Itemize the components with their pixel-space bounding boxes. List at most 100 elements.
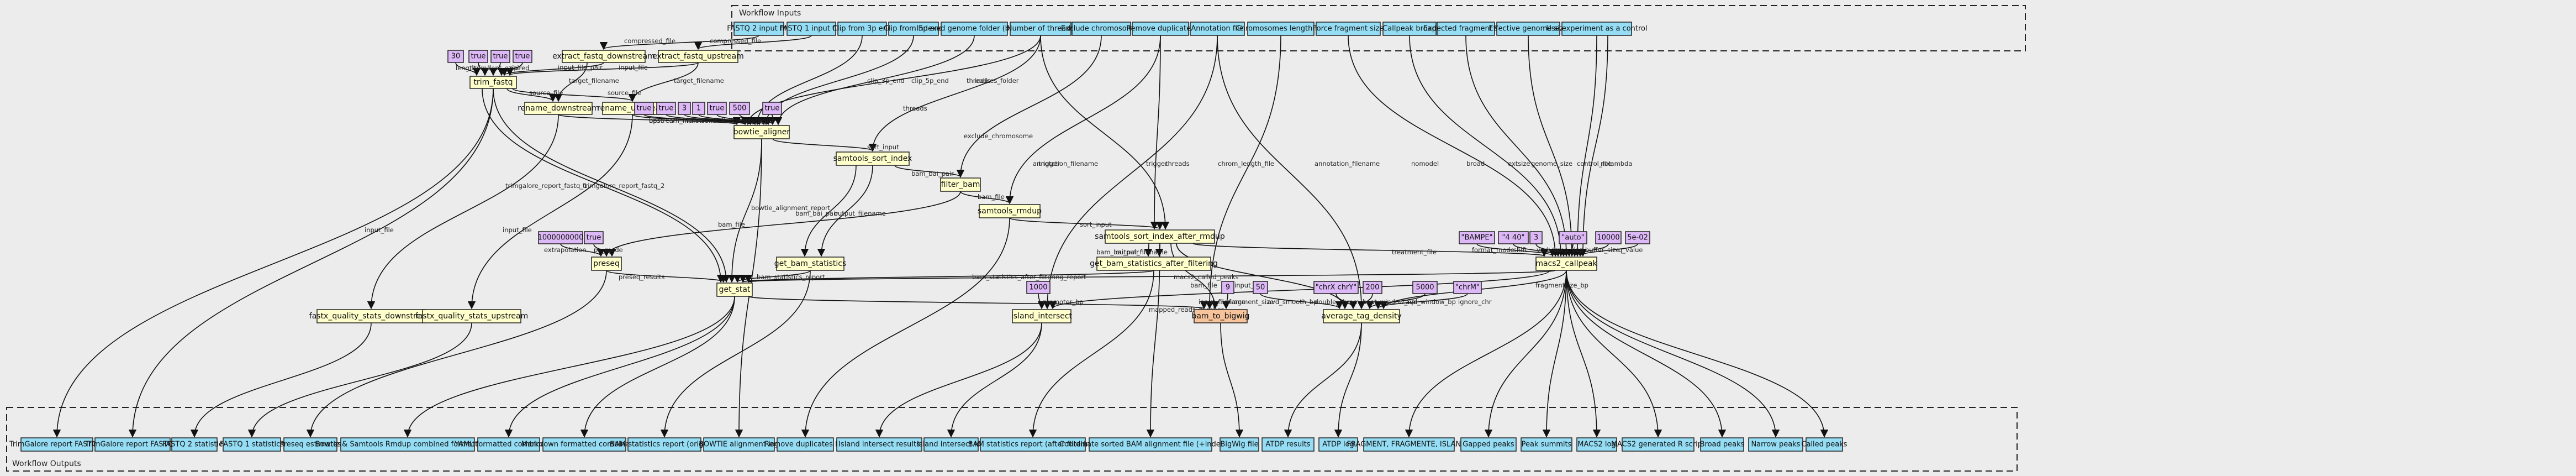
param-ptrue1[interactable]: true (468, 50, 488, 63)
output-called-peaks-label: Called peaks (1801, 441, 1847, 449)
output-preseq-estimates[interactable]: Preseq estimates (279, 437, 341, 452)
param-b-true4[interactable]: true (762, 102, 782, 115)
output-bigwig-file[interactable]: BigWig file (1220, 437, 1259, 452)
input-clip-from-5p-end[interactable]: Clip from 5p end (884, 22, 943, 36)
param-at-50[interactable]: 50 (1253, 281, 1268, 294)
output-macs2-log[interactable]: MACS2 log (1576, 437, 1617, 452)
param-pr-true[interactable]: true (584, 231, 604, 244)
step-island-intersect[interactable]: island_intersect (1011, 309, 1073, 323)
input-fastq-1-input-file[interactable]: FASTQ 1 input file (779, 22, 843, 36)
output-fragment-fragmente-islands[interactable]: FRAGMENT, FRAGMENTE, ISLANDS (1347, 437, 1471, 452)
param-b-true1[interactable]: true (634, 102, 654, 115)
input-remove-duplicates[interactable]: Remove duplicates (1126, 22, 1195, 36)
edge-label-sort-input-b: sort_input (1080, 221, 1112, 228)
edge-label-threads-b: threads (903, 104, 927, 112)
edge-89 (875, 322, 1042, 438)
step-get-stat[interactable]: get_stat (716, 283, 753, 297)
step-average-tag-density[interactable]: average_tag_density (1321, 309, 1402, 323)
step-bowtie-aligner[interactable]: bowtie_aligner (733, 125, 790, 139)
param-m-4-40[interactable]: "4 40" (1498, 231, 1529, 244)
output-yaml-formatted-combined-log[interactable]: YAML formatted combined log (454, 437, 563, 452)
param-b-500[interactable]: 500 (729, 102, 750, 115)
param-at-chrx[interactable]: "chrX chrY" (1313, 281, 1359, 294)
param-m-3[interactable]: 3 (1529, 231, 1543, 244)
step-macs2-callpeak[interactable]: macs2_callpeak (1535, 257, 1598, 271)
input-clip-from-3p-end[interactable]: Clip from 3p end (832, 22, 892, 36)
param-ptrue3[interactable]: true (513, 50, 532, 63)
param-b-true2[interactable]: true (656, 102, 676, 115)
param-b-3[interactable]: 3 (678, 102, 691, 115)
step-extract-fastq-downstream[interactable]: extract_fastq_downstream (552, 50, 655, 63)
param-bw-9-label: 9 (1226, 284, 1230, 292)
param-b-true3[interactable]: true (707, 102, 727, 115)
step-bam-to-bigwig[interactable]: bam_to_bigwig (1191, 309, 1250, 323)
output-bam-statistics-report-original[interactable]: BAM statistics report (original) (610, 437, 719, 452)
step-fastx-quality-stats-downstream[interactable]: fastx_quality_stats_downstream (309, 309, 433, 323)
output-coordinate-sorted-bam-alignment-file-index-bai[interactable]: Coordinate sorted BAM alignment file (+i… (1059, 437, 1242, 452)
output-fastq-1-statistics[interactable]: FASTQ 1 statistics (220, 437, 284, 452)
output-peak-summits[interactable]: Peak summits (1521, 437, 1572, 452)
param-m-auto[interactable]: "auto" (1559, 231, 1587, 244)
input-annotation-file[interactable]: Annotation file (1190, 22, 1245, 36)
step-trim-fastq[interactable]: trim_fastq (469, 76, 517, 89)
step-get-bam-statistics[interactable]: get_bam_statistics (774, 257, 847, 271)
output-bam-statistics-report-after-filtering[interactable]: BAM statistics report (after filtering) (968, 437, 1097, 452)
input-indexed-genome-folder-bowtie[interactable]: Indexed genome folder (bowtie) (917, 22, 1032, 36)
step-samtools-rmdup[interactable]: samtools_rmdup (978, 204, 1042, 218)
input-callpeak-broad[interactable]: Callpeak broad (1382, 22, 1437, 36)
output-island-intersect-results[interactable]: Island intersect results (836, 437, 922, 452)
output-preseq-estimates-label: Preseq estimates (279, 441, 341, 449)
step-preseq[interactable]: preseq (591, 257, 622, 271)
param-p30[interactable]: 30 (447, 50, 464, 63)
input-effective-genome-size[interactable]: Effective genome size (1488, 22, 1568, 36)
output-bowtie-alignment-log[interactable]: BOWTIE alignment log (699, 437, 779, 452)
output-atdp-log[interactable]: ATDP log (1318, 437, 1358, 452)
input-exclude-chromosomes[interactable]: Exclude chromosomes (1061, 22, 1142, 36)
step-filter-bam[interactable]: filter_bam (940, 177, 981, 192)
input-fastq-2-input-file[interactable]: FASTQ 2 input file (727, 22, 791, 36)
edge-70 (1260, 293, 1344, 310)
param-m-bampe[interactable]: "BAMPE" (1459, 231, 1495, 244)
param-at-200[interactable]: 200 (1363, 281, 1382, 294)
output-macs2-generated-r-script[interactable]: MACS2 generated R script (1611, 437, 1705, 452)
param-ptrue2[interactable]: true (490, 50, 510, 63)
step-extract-fastq-upstream[interactable]: extract_fastq_upstream (652, 50, 744, 63)
input-chromosomes-length-file[interactable]: Chromosomes length file (1236, 22, 1326, 36)
input-use-experiment-as-a-control[interactable]: Use experiment as a control (1546, 22, 1648, 36)
output-called-peaks[interactable]: Called peaks (1801, 437, 1847, 452)
step-fastx-quality-stats-upstream[interactable]: fastx_quality_stats_upstream (415, 309, 528, 323)
step-rename-downstream[interactable]: rename_downstream (518, 102, 599, 115)
input-expected-fragment-size[interactable]: Expected fragment size (1423, 22, 1508, 36)
output-bowtie-samtools-rmdup-combined-formatted-log[interactable]: Bowtie & Samtools Rmdup combined formatt… (315, 437, 500, 452)
param-at-chrm[interactable]: "chrM" (1453, 281, 1482, 294)
input-force-fragment-size[interactable]: Force fragment size (1313, 22, 1384, 36)
param-b-1[interactable]: 1 (692, 102, 705, 115)
param-bw-9[interactable]: 9 (1221, 281, 1234, 294)
edge-label-bam-bai-pair-c: bam_bai_pair (1096, 248, 1139, 256)
output-broad-peaks[interactable]: Broad peaks (1700, 437, 1745, 452)
param-pr-1e9[interactable]: 1000000000 (538, 231, 584, 244)
step-samtools-sort-index-after-rmdup[interactable]: samtools_sort_index_after_rmdup (1095, 229, 1225, 244)
output-remove-duplicates-log[interactable]: Remove duplicates log (764, 437, 846, 452)
param-at-5000[interactable]: 5000 (1412, 281, 1438, 294)
edge-label-target-filename-a: target_filename (569, 77, 619, 85)
output-yaml-formatted-combined-log-box (477, 437, 540, 452)
output-atdp-results[interactable]: ATDP results (1261, 437, 1315, 452)
edge-5 (478, 62, 489, 76)
param-m-10000[interactable]: 10000 (1595, 231, 1622, 244)
step-get-bam-statistics-after-filtering-label: get_bam_statistics_after_filtering (1090, 259, 1218, 268)
step-samtools-sort-index[interactable]: samtools_sort_index (833, 151, 912, 166)
param-ii-1000[interactable]: 1000 (1026, 281, 1051, 294)
step-get-bam-statistics-after-filtering[interactable]: get_bam_statistics_after_filtering (1090, 257, 1218, 271)
step-get-bam-statistics-label: get_bam_statistics (774, 259, 847, 268)
output-narrow-peaks[interactable]: Narrow peaks (1748, 437, 1803, 452)
output-gapped-peaks[interactable]: Gapped peaks (1460, 437, 1517, 452)
output-island-intersect-log[interactable]: Island intersect log (917, 437, 985, 452)
input-number-of-threads[interactable]: Number of threads (1007, 22, 1075, 36)
output-fastq-2-statistics[interactable]: FASTQ 2 statistics (162, 437, 226, 452)
output-trimgalore-report-fastq-2[interactable]: TrimGalore report FASTQ 2 (9, 437, 104, 452)
param-m-5e02[interactable]: 5e-02 (1625, 231, 1650, 244)
output-markdown-formatted-combined-log[interactable]: Markdown formatted combined log (521, 437, 647, 452)
param-b-500-box (729, 102, 750, 115)
output-trimgalore-report-fastq-1[interactable]: TrimGalore report FASTQ 1 (85, 437, 180, 452)
